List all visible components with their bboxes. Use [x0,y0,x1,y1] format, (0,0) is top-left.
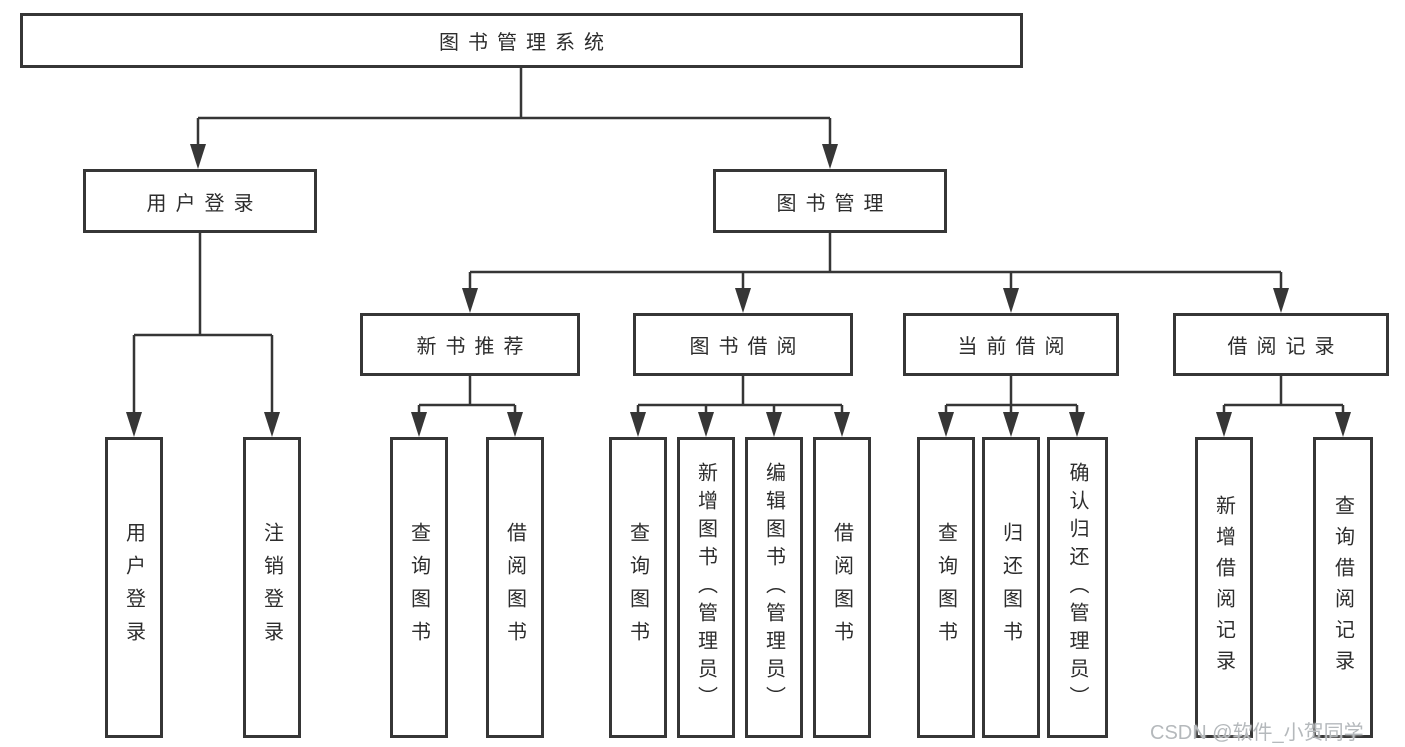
leaf-borrow-borrow-books-label: 借阅图书 [830,521,853,654]
leaf-user-login: 用户登录 [105,437,163,738]
node-user-login-label: 用户登录 [146,192,263,215]
node-book-management-label: 图书管理 [776,192,893,215]
leaf-current-query-books-label: 查询图书 [934,521,957,654]
arrowhead [834,412,850,437]
leaf-current-return-books: 归还图书 [982,437,1040,738]
leaf-borrow-add-books-admin: 新增图书（管理员） [677,437,735,738]
leaf-recommend-query-books-label: 查询图书 [407,521,430,654]
node-new-book-recommend: 新书推荐 [360,313,580,376]
leaf-records-query-record-label: 查询借阅记录 [1331,494,1354,681]
leaf-user-login-label: 用户登录 [122,521,145,654]
connector-records-to-leaves [1222,376,1345,414]
leaf-borrow-edit-books-admin: 编辑图书（管理员） [745,437,803,738]
node-root-label: 图书管理系统 [439,32,613,54]
arrowhead [938,412,954,437]
leaf-borrow-query-books-label: 查询图书 [626,521,649,654]
node-root: 图书管理系统 [20,13,1023,68]
leaf-records-query-record: 查询借阅记录 [1313,437,1373,738]
node-book-borrow: 图书借阅 [633,313,853,376]
node-current-borrow: 当前借阅 [903,313,1119,376]
arrowheads [126,144,1351,437]
leaf-current-confirm-return-admin: 确认归还（管理员） [1047,437,1108,738]
arrowhead [698,412,714,437]
node-book-management: 图书管理 [713,169,947,233]
leaf-borrow-query-books: 查询图书 [609,437,667,738]
node-book-borrow-label: 图书借阅 [689,336,806,358]
leaf-borrow-borrow-books: 借阅图书 [813,437,871,738]
connector-borrow-to-leaves [636,376,844,414]
leaf-records-add-record: 新增借阅记录 [1195,437,1253,738]
connector-root-to-level1 [196,68,832,146]
node-user-login: 用户登录 [83,169,317,233]
arrowhead [1069,412,1085,437]
leaf-records-add-record-label: 新增借阅记录 [1212,494,1235,681]
leaf-borrow-add-books-admin-label: 新增图书（管理员） [694,461,717,714]
leaf-recommend-query-books: 查询图书 [390,437,448,738]
node-current-borrow-label: 当前借阅 [957,336,1074,358]
node-borrow-records: 借阅记录 [1173,313,1389,376]
arrowhead [1335,412,1351,437]
arrowhead [190,144,206,169]
leaf-logout-label: 注销登录 [260,521,283,654]
leaf-logout: 注销登录 [243,437,301,738]
arrowhead [766,412,782,437]
leaf-recommend-borrow-books: 借阅图书 [486,437,544,738]
arrowhead [630,412,646,437]
connector-books-to-level2 [468,233,1283,290]
connector-login-to-leaves [132,233,274,414]
arrowhead [1003,288,1019,313]
arrowhead [411,412,427,437]
arrowhead [126,412,142,437]
leaf-current-confirm-return-admin-label: 确认归还（管理员） [1066,461,1088,714]
connector-current-to-leaves [944,376,1079,414]
arrowhead [1216,412,1232,437]
leaf-current-return-books-label: 归还图书 [999,521,1022,654]
arrowhead [1003,412,1019,437]
arrowhead [462,288,478,313]
arrowhead [735,288,751,313]
csdn-watermark: CSDN @软件_小贺同学 [1150,722,1364,744]
connector-paths [132,68,1345,414]
leaf-current-query-books: 查询图书 [917,437,975,738]
arrowhead [507,412,523,437]
arrowhead [264,412,280,437]
node-borrow-records-label: 借阅记录 [1227,336,1344,358]
arrowhead [1273,288,1289,313]
node-new-book-recommend-label: 新书推荐 [416,336,533,358]
leaf-recommend-borrow-books-label: 借阅图书 [503,521,526,654]
arrowhead [822,144,838,169]
connector-recommend-to-leaves [417,376,517,414]
leaf-borrow-edit-books-admin-label: 编辑图书（管理员） [762,461,785,714]
